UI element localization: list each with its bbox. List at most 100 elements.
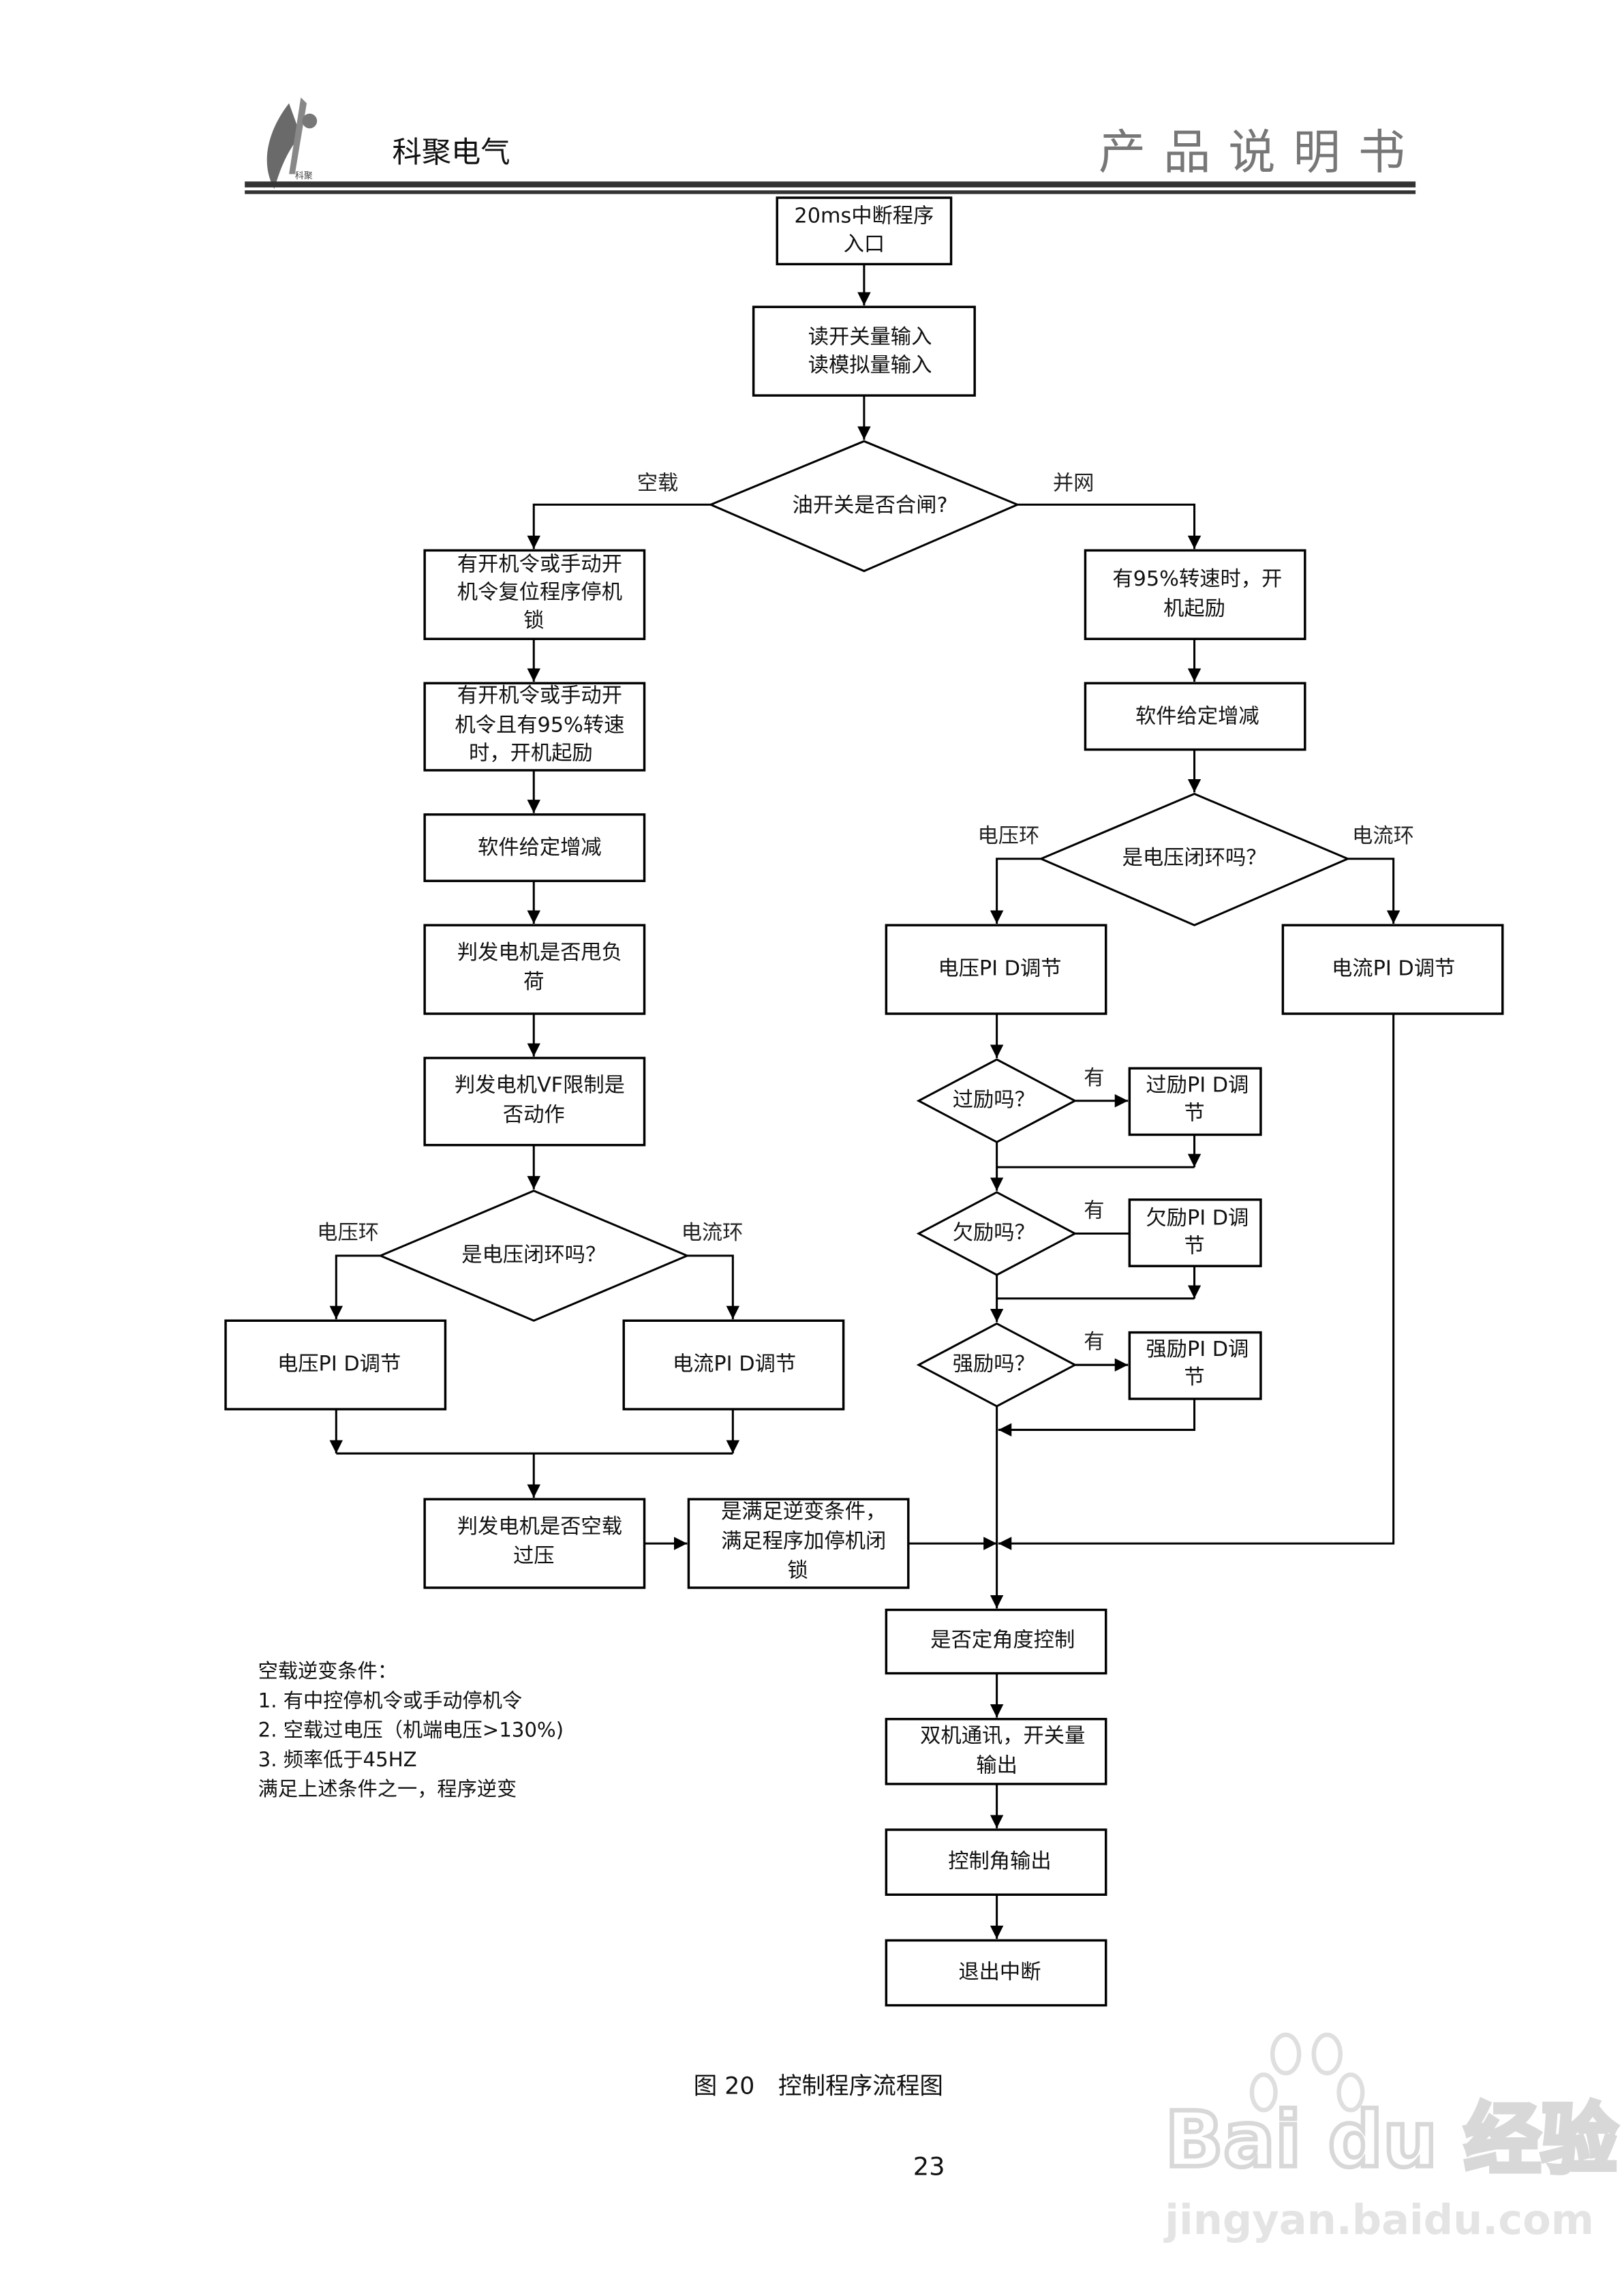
- left-voltage-pid-box: 电压PI D调节: [224, 1319, 447, 1410]
- left-label-voltage-loop: 电压环: [317, 1221, 379, 1245]
- notes-footer: 满足上述条件之一，程序逆变: [258, 1777, 517, 1800]
- left-step4-line-2: 荷: [523, 970, 544, 994]
- left-step3-box: 软件给定增减: [423, 813, 646, 882]
- over-excitation-pid-line-1: 过励PI D调: [1146, 1074, 1249, 1098]
- left-step5-line-2: 否动作: [503, 1103, 565, 1127]
- forced-excitation-text: 强励吗？: [953, 1353, 1035, 1376]
- branch-label-no-load: 空载: [637, 471, 679, 495]
- right-loop-decision: 是电压闭环吗？: [1038, 792, 1351, 926]
- arrow: [998, 1398, 1196, 1437]
- under-excitation-text: 欠励吗？: [953, 1221, 1035, 1245]
- right-current-pid-text: 电流PI D调节: [1332, 957, 1455, 981]
- left-step1-line-2: 机令复位程序停机: [457, 581, 622, 605]
- read-inputs-box: 读开关量输入 读模拟量输入: [752, 305, 976, 397]
- right-step1-line-1: 有95%转速时，开: [1112, 567, 1282, 591]
- angle-control-box: 是否定角度控制: [885, 1608, 1107, 1675]
- right-step2-text: 软件给定增减: [1135, 704, 1259, 728]
- arrow: [1347, 858, 1401, 924]
- read-inputs-line-2: 读模拟量输入: [808, 353, 932, 377]
- document-type: 产品说明书: [1099, 125, 1423, 180]
- start-box: 20ms中断程序 入口: [776, 196, 953, 266]
- arrow: [998, 1014, 1395, 1550]
- notes-item: 1. 有中控停机令或手动停机令: [258, 1689, 523, 1712]
- over-excitation-pid-box: 过励PI D调 节: [1128, 1067, 1262, 1136]
- inverter-check-line-1: 是满足逆变条件，: [721, 1500, 886, 1524]
- start-line-2: 入口: [844, 232, 885, 256]
- under-excitation-pid-line-2: 节: [1184, 1235, 1204, 1258]
- company-logo-icon: 科聚: [266, 97, 318, 190]
- left-step5-line-1: 判发电机VF限制是: [455, 1074, 625, 1098]
- inverter-check-box: 是满足逆变条件， 满足程序加停机闭 锁: [687, 1498, 910, 1589]
- logo-caption: 科聚: [295, 171, 313, 181]
- angle-output-text: 控制角输出: [948, 1849, 1051, 1873]
- start-line-1: 20ms中断程序: [794, 205, 934, 228]
- over-excitation-decision: 过励吗？: [916, 1058, 1077, 1144]
- left-step2-line-3: 时，开机起励: [469, 742, 593, 766]
- left-step2-box: 有开机令或手动开 机令且有95%转速 时，开机起励: [423, 682, 646, 772]
- overvoltage-check-line-1: 判发电机是否空载: [457, 1515, 622, 1539]
- forced-excitation-pid-line-1: 强励PI D调: [1146, 1338, 1249, 1361]
- under-excitation-pid-line-1: 欠励PI D调: [1146, 1206, 1249, 1230]
- right-step1-line-2: 机起励: [1163, 596, 1225, 620]
- right-step1-box: 有95%转速时，开 机起励: [1084, 549, 1306, 640]
- angle-control-text: 是否定角度控制: [930, 1628, 1075, 1652]
- read-inputs-line-1: 读开关量输入: [808, 325, 932, 349]
- left-step1-line-3: 锁: [523, 609, 544, 633]
- over-excitation-pid-line-2: 节: [1184, 1102, 1204, 1126]
- header-rule-thick: [245, 181, 1416, 187]
- left-voltage-pid-text: 电压PI D调节: [277, 1353, 401, 1376]
- overvoltage-check-box: 判发电机是否空载 过压: [423, 1498, 646, 1589]
- yes-label: 有: [1084, 1066, 1104, 1090]
- right-label-current-loop: 电流环: [1352, 824, 1414, 848]
- figure-caption: 图 20 控制程序流程图: [694, 2072, 943, 2100]
- under-excitation-pid-box: 欠励PI D调 节: [1128, 1198, 1262, 1267]
- forced-excitation-pid-line-2: 节: [1184, 1365, 1204, 1389]
- header-rule-thin: [245, 190, 1416, 194]
- right-current-pid-box: 电流PI D调节: [1281, 924, 1504, 1015]
- arrow: [990, 858, 1041, 924]
- left-step1-line-1: 有开机令或手动开: [457, 553, 622, 577]
- comm-output-line-2: 输出: [976, 1753, 1017, 1777]
- right-voltage-pid-box: 电压PI D调节: [885, 924, 1107, 1015]
- breaker-decision-text: 油开关是否合闸?: [793, 494, 948, 517]
- left-current-pid-text: 电流PI D调节: [673, 1353, 796, 1376]
- right-voltage-pid-text: 电压PI D调节: [938, 957, 1061, 981]
- no-load-inversion-notes: 空载逆变条件： 1. 有中控停机令或手动停机令 2. 空载过电压（机端电压>13…: [258, 1659, 564, 1800]
- exit-text: 退出中断: [958, 1960, 1041, 1984]
- comm-output-line-1: 双机通讯，开关量: [920, 1724, 1085, 1748]
- left-step3-text: 软件给定增减: [478, 836, 602, 860]
- right-step2-box: 软件给定增减: [1084, 682, 1306, 751]
- page-number: 23: [913, 2152, 945, 2181]
- yes-label: 有: [1084, 1330, 1104, 1354]
- flowchart: 20ms中断程序 入口 读开关量输入 读模拟量输入 油开关是否合闸? 空载 并网…: [224, 196, 1504, 2007]
- left-step1-box: 有开机令或手动开 机令复位程序停机 锁: [423, 549, 646, 640]
- left-step2-line-2: 机令且有95%转速: [455, 713, 624, 737]
- left-current-pid-box: 电流PI D调节: [622, 1319, 845, 1410]
- arrow: [687, 1254, 740, 1320]
- arrow: [1017, 503, 1202, 549]
- notes-item: 2. 空载过电压（机端电压>130%): [258, 1719, 564, 1742]
- arrow: [329, 1254, 381, 1320]
- left-step4-line-1: 判发电机是否甩负: [457, 941, 622, 965]
- left-step5-box: 判发电机VF限制是 否动作: [423, 1057, 646, 1147]
- left-step4-box: 判发电机是否甩负 荷: [423, 924, 646, 1015]
- notes-item: 3. 频率低于45HZ: [258, 1748, 417, 1771]
- left-step2-line-1: 有开机令或手动开: [457, 684, 622, 708]
- paw-icon: [1249, 2032, 1365, 2113]
- angle-output-box: 控制角输出: [885, 1828, 1107, 1896]
- branch-label-grid: 并网: [1053, 471, 1095, 495]
- over-excitation-text: 过励吗？: [953, 1088, 1035, 1112]
- baidu-watermark: Bai du 经验 jingyan.baidu.com: [1163, 2032, 1620, 2244]
- watermark-url: jingyan.baidu.com: [1163, 2196, 1594, 2244]
- right-loop-decision-text: 是电压闭环吗？: [1122, 846, 1267, 870]
- page-header: 科聚 科聚电气 产品说明书: [245, 97, 1423, 194]
- inverter-check-line-3: 锁: [787, 1559, 808, 1583]
- forced-excitation-pid-box: 强励PI D调 节: [1128, 1331, 1262, 1400]
- company-name: 科聚电气: [393, 136, 510, 170]
- watermark-brand: Bai du 经验: [1165, 2096, 1618, 2185]
- forced-excitation-decision: 强励吗？: [916, 1322, 1077, 1408]
- breaker-decision: 油开关是否合闸?: [707, 440, 1020, 573]
- left-loop-decision: 是电压闭环吗？: [378, 1190, 690, 1322]
- under-excitation-decision: 欠励吗？: [916, 1191, 1077, 1276]
